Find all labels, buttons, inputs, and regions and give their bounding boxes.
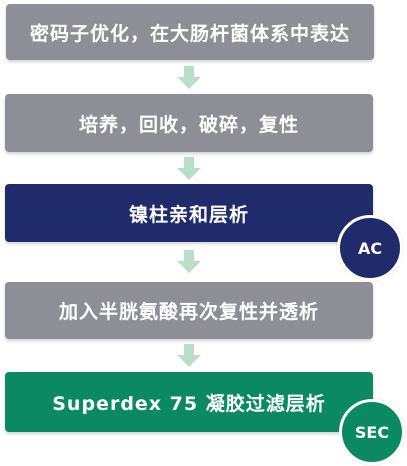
step-superdex-gel-filtration: Superdex 75 凝胶过滤层析 xyxy=(5,372,373,432)
step-cysteine-refold-dialysis: 加入半胱氨酸再次复性并透析 xyxy=(5,282,373,339)
badge-label: SEC xyxy=(354,422,390,442)
badge-label: AC xyxy=(357,238,383,258)
step-label: 镍柱亲和层析 xyxy=(128,203,249,226)
step-codon-optimization-expression: 密码子优化，在大肠杆菌体系中表达 xyxy=(6,4,374,60)
down-arrow-icon xyxy=(176,250,202,274)
step-label: 密码子优化，在大肠杆菌体系中表达 xyxy=(29,22,350,45)
step-label: 加入半胱氨酸再次复性并透析 xyxy=(58,301,319,323)
ac-badge: AC xyxy=(337,215,403,281)
step-nickel-affinity-chromatography: 镍柱亲和层析 xyxy=(5,184,373,242)
step-label: Superdex 75 凝胶过滤层析 xyxy=(52,392,326,415)
down-arrow-icon xyxy=(176,157,202,181)
step-label: 培养，回收，破碎，复性 xyxy=(78,113,299,136)
down-arrow-icon xyxy=(176,66,202,90)
step-culture-harvest-lysis-refold: 培养，回收，破碎，复性 xyxy=(5,94,373,152)
sec-badge: SEC xyxy=(339,399,405,465)
down-arrow-icon xyxy=(176,344,202,368)
